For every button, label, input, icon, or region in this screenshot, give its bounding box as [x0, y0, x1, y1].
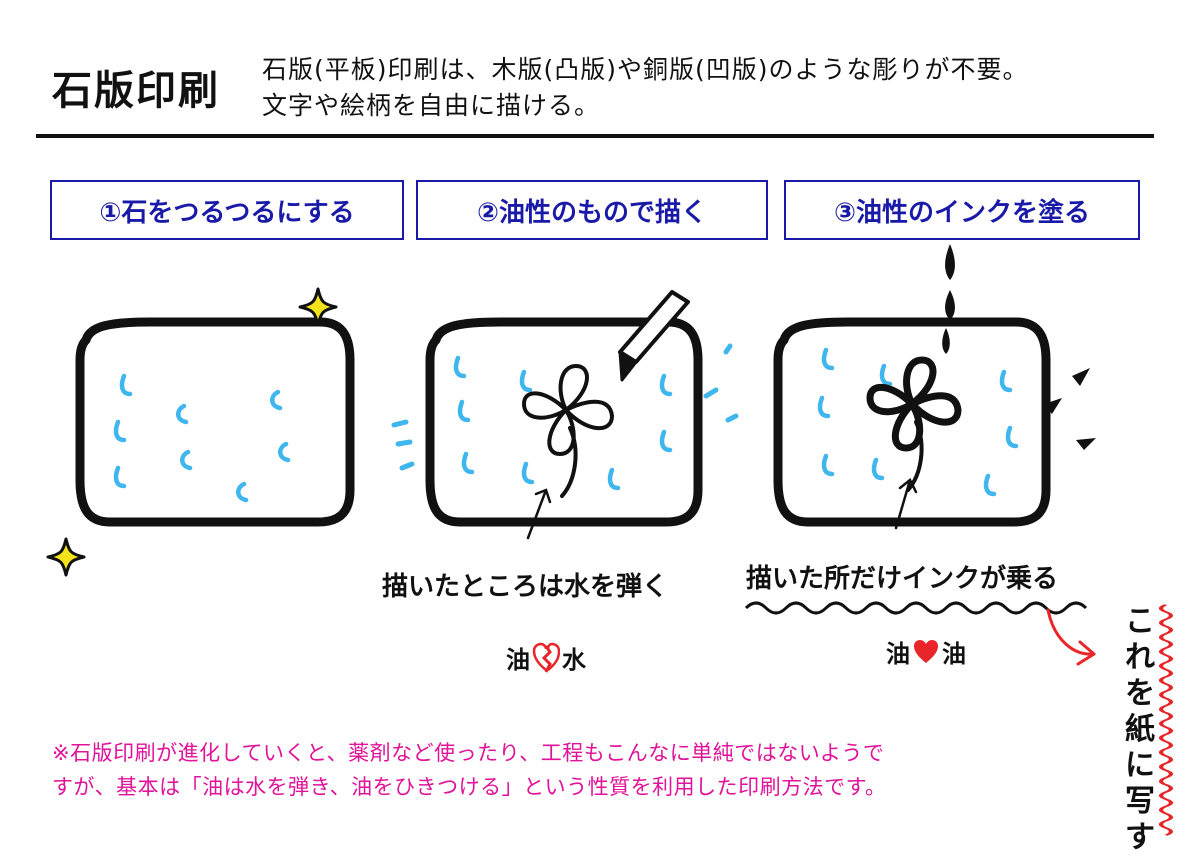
- stone-slab-3: [773, 317, 1051, 527]
- page-title: 石版印刷: [52, 68, 220, 114]
- relation-oil-water: 油 水: [506, 640, 586, 675]
- relation-left-a: 油: [506, 646, 530, 674]
- intro-line-1: 石版(平板)印刷は、木版(凸版)や銅版(凹版)のような彫りが不要。: [262, 55, 1029, 84]
- footnote: ※石版印刷が進化していくと、薬剤など使ったり、工程もこんなに単純ではないようで …: [52, 736, 887, 804]
- red-wavy-line: [1159, 604, 1173, 836]
- arrow-icon-3: [894, 478, 918, 530]
- vertical-char: 写: [1125, 784, 1155, 819]
- vertical-char: を: [1125, 676, 1155, 711]
- relation-right-b: 油: [942, 640, 966, 668]
- step-2-label: ②油性のもので描く: [416, 180, 768, 240]
- vertical-char: す: [1125, 820, 1155, 855]
- header-divider: [36, 134, 1154, 138]
- relation-left-b: 水: [562, 646, 586, 674]
- red-arrow-icon: [1046, 608, 1096, 656]
- vertical-char: こ: [1125, 604, 1155, 639]
- intro-line-2: 文字や絵柄を自由に描ける。: [262, 91, 601, 120]
- step-3-label: ③油性のインクを塗る: [784, 180, 1140, 240]
- vertical-note: こ れ を 紙 に 写 す: [1120, 604, 1160, 856]
- vertical-char: 紙: [1125, 712, 1155, 747]
- broken-heart-icon: [532, 642, 560, 673]
- vertical-char: れ: [1125, 640, 1155, 675]
- wavy-underline: [744, 601, 1088, 615]
- relation-right-a: 油: [886, 640, 910, 668]
- arrow-icon-2: [526, 488, 552, 540]
- footnote-line-1: ※石版印刷が進化していくと、薬剤など使ったり、工程もこんなに単純ではないようで: [52, 741, 885, 765]
- sparkle-icon-bottom: [46, 537, 86, 577]
- pencil-icon: [618, 290, 690, 382]
- step-1-label: ①石をつるつるにする: [50, 180, 404, 240]
- vertical-char: に: [1125, 748, 1155, 783]
- footnote-line-2: すが、基本は「油は水を弾き、油をひきつける」という性質を利用した印刷方法です。: [52, 775, 887, 799]
- caption-step2: 描いたところは水を弾く: [382, 572, 669, 602]
- stone-slab-2: [425, 317, 703, 527]
- heart-icon: [914, 639, 938, 663]
- intro-text: 石版(平板)印刷は、木版(凸版)や銅版(凹版)のような彫りが不要。 文字や絵柄を…: [262, 52, 1029, 124]
- stone-slab-1: [75, 317, 355, 527]
- ink-drops-icon: [942, 244, 1096, 450]
- caption-step3: 描いた所だけインクが乗る: [746, 564, 1059, 594]
- water-splash-2: [391, 343, 739, 471]
- relation-oil-oil: 油 油: [886, 634, 966, 669]
